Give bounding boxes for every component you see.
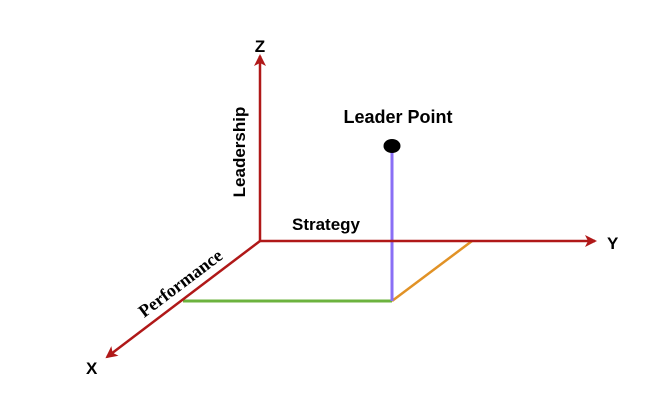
leader-point-label: Leader Point (343, 107, 452, 127)
leader-point-marker (383, 139, 401, 153)
y-axis-letter: Y (607, 234, 619, 253)
x-axis-letter: X (86, 359, 98, 378)
x-parallel-line (391, 240, 473, 302)
strategy-axis-label: Strategy (292, 215, 361, 234)
performance-axis-label: Performance (134, 245, 226, 321)
z-axis-letter: Z (255, 37, 265, 56)
x-axis (105, 240, 261, 359)
leadership-axis-label: Leadership (230, 107, 249, 198)
